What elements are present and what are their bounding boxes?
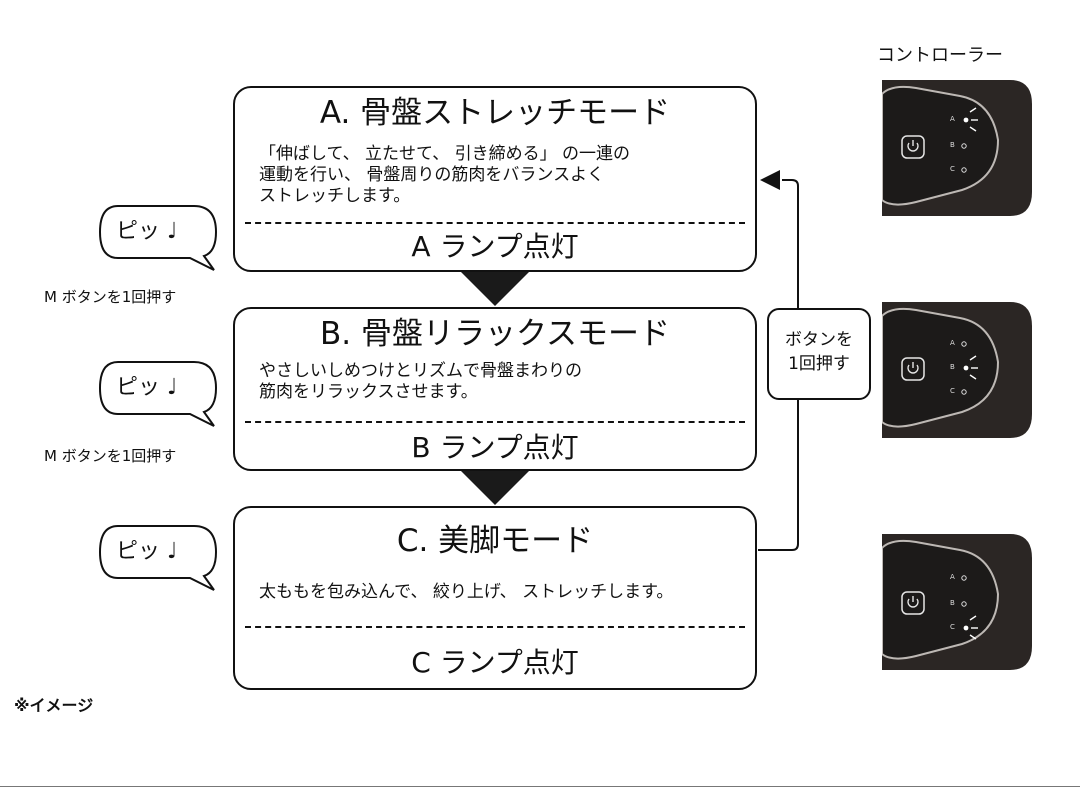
mode-box-c: C. 美脚モード 太ももを包み込んで、 絞り上げ、 ストレッチします。 C ラン… <box>233 506 757 690</box>
mode-desc-a-line: 運動を行い、 骨盤周りの筋肉をバランスよく <box>259 165 605 185</box>
controller-title: コントローラー <box>877 45 1003 66</box>
controller-letter: A <box>950 339 955 347</box>
mode-desc-b-line: 筋肉をリラックスさせます。 <box>259 382 478 402</box>
controller-letter: C <box>950 623 955 631</box>
controller-c: A B C <box>882 534 1032 670</box>
mode-desc-a-line: ストレッチします。 <box>259 186 411 206</box>
beep-text-a: ピッ ♩ <box>116 219 178 244</box>
mode-desc-a-line: 「伸ばして、 立たせて、 引き締める」 の一連の <box>259 144 631 164</box>
bottom-divider <box>0 786 1080 787</box>
mode-desc-a: 「伸ばして、 立たせて、 引き締める」 の一連の 運動を行い、 骨盤周りの筋肉を… <box>259 144 741 207</box>
mode-desc-b: やさしいしめつけとリズムで骨盤まわりの 筋肉をリラックスさせます。 <box>259 361 741 403</box>
speech-bubble-icon <box>98 205 218 271</box>
mode-title-b: B. 骨盤リラックスモード <box>319 316 671 352</box>
press-once-line: 1回押す <box>788 354 850 374</box>
press-once-line: ボタンを <box>785 330 853 350</box>
beep-bubble-c: ピッ ♩ <box>98 522 222 592</box>
controller-letter: A <box>950 115 955 123</box>
press-once-box: ボタンを 1回押す <box>767 308 871 400</box>
controller-letter: B <box>950 363 955 371</box>
controller-a: A B C <box>882 80 1032 216</box>
beep-bubble-b: ピッ ♩ <box>98 358 222 428</box>
mode-lamp-a: A ランプ点灯 <box>411 230 579 263</box>
return-arrowhead <box>760 170 780 190</box>
m-button-label-1: M ボタンを1回押す <box>44 288 177 306</box>
controller-body-icon <box>882 302 1032 438</box>
mode-title-a: A. 骨盤ストレッチモード <box>319 95 671 131</box>
m-button-label-2: M ボタンを1回押す <box>44 447 177 465</box>
mode-divider-b <box>245 421 745 423</box>
mode-desc-c: 太ももを包み込んで、 絞り上げ、 ストレッチします。 <box>259 582 741 603</box>
mode-divider-a <box>245 222 745 224</box>
mode-desc-b-line: やさしいしめつけとリズムで骨盤まわりの <box>259 361 582 381</box>
mode-box-a: A. 骨盤ストレッチモード 「伸ばして、 立たせて、 引き締める」 の一連の 運… <box>233 86 757 272</box>
down-arrow-b-c <box>461 471 529 505</box>
controller-letter: C <box>950 387 955 395</box>
controller-b: A B C <box>882 302 1032 438</box>
mode-divider-c <box>245 626 745 628</box>
speech-bubble-icon <box>98 361 218 427</box>
controller-letter: C <box>950 165 955 173</box>
mode-desc-c-line: 太ももを包み込んで、 絞り上げ、 ストレッチします。 <box>259 582 674 602</box>
speech-bubble-icon <box>98 525 218 591</box>
mode-box-b: B. 骨盤リラックスモード やさしいしめつけとリズムで骨盤まわりの 筋肉をリラッ… <box>233 307 757 471</box>
controller-letter: B <box>950 599 955 607</box>
mode-lamp-c: C ランプ点灯 <box>411 646 579 679</box>
mode-lamp-b: B ランプ点灯 <box>411 431 579 464</box>
controller-body-icon <box>882 534 1032 670</box>
controller-letter: B <box>950 141 955 149</box>
image-note: ※イメージ <box>14 696 94 715</box>
down-arrow-a-b <box>461 272 529 306</box>
beep-text-b: ピッ ♩ <box>116 375 178 400</box>
controller-body-icon <box>882 80 1032 216</box>
controller-letter: A <box>950 573 955 581</box>
beep-bubble-a: ピッ ♩ <box>98 202 222 272</box>
mode-title-c: C. 美脚モード <box>396 523 594 559</box>
beep-text-c: ピッ ♩ <box>116 539 178 564</box>
